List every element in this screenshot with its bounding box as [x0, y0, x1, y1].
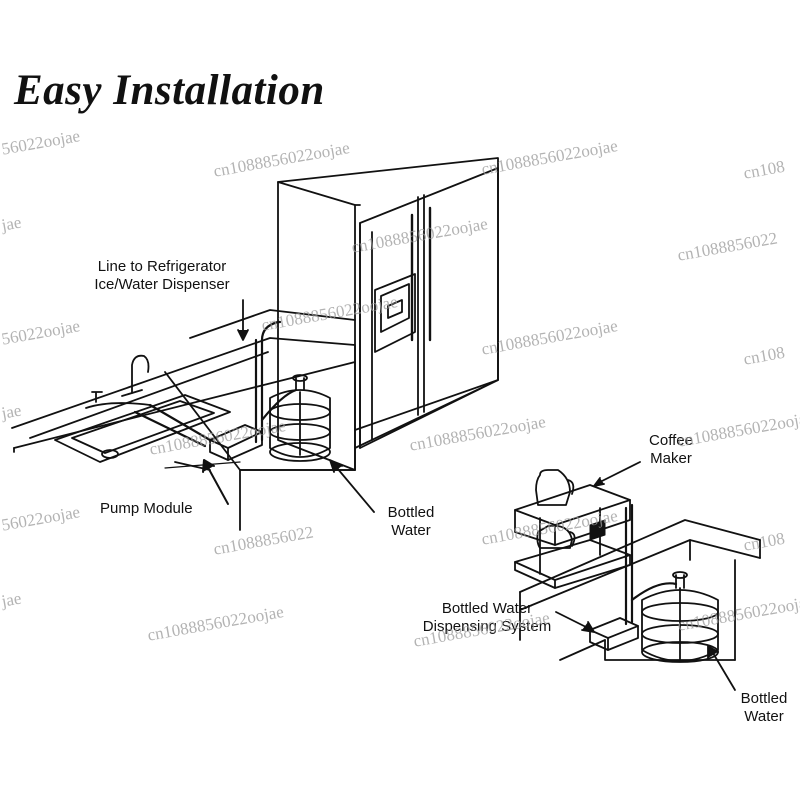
label-dispensing-system: Bottled Water Dispensing System — [412, 600, 562, 636]
arrow-bottled-water-left — [329, 459, 375, 513]
coffee-maker — [514, 469, 631, 589]
label-bottled-water-right-line1: Bottled — [740, 690, 788, 707]
watermark: jae — [0, 588, 23, 611]
faucet — [91, 354, 150, 403]
arrow-line-to-fridge — [237, 299, 249, 341]
refrigerator — [277, 157, 499, 471]
label-bottled-water-left-line2: Water — [391, 522, 431, 539]
arrow-dispensing-system — [555, 611, 595, 633]
arrow-pump-module — [202, 459, 229, 505]
label-dispensing-system-line2: Dispensing System — [422, 618, 552, 635]
label-bottled-water-left: Bottled Water — [378, 504, 444, 540]
label-coffee-maker-line2: Maker — [650, 450, 692, 467]
tubing-right — [624, 503, 678, 626]
label-line-to-refrigerator: Line to Refrigerator Ice/Water Dispenser — [76, 258, 248, 294]
bottle-left — [269, 374, 331, 462]
label-bottled-water-right-line2: Water — [744, 708, 784, 725]
label-coffee-maker: Coffee Maker — [640, 432, 702, 468]
label-bottled-water-right: Bottled Water — [734, 690, 794, 726]
page-title: Easy Installation — [14, 67, 325, 114]
tubing-left — [133, 320, 298, 448]
label-bottled-water-left-line1: Bottled — [387, 504, 435, 521]
arrow-bottled-water-right — [707, 645, 736, 691]
pump-module-right — [589, 617, 639, 651]
label-line-to-refrigerator-line2: Ice/Water Dispenser — [94, 276, 230, 293]
bottle-right — [641, 571, 719, 663]
label-dispensing-system-line1: Bottled Water — [441, 600, 533, 617]
kitchen-counter-right — [519, 519, 761, 661]
sink — [54, 394, 231, 463]
watermark: jae — [0, 212, 23, 235]
sink-side-sprayer — [85, 402, 151, 409]
arrow-coffee-maker — [593, 461, 641, 487]
watermark: jae — [0, 400, 23, 423]
label-line-to-refrigerator-line1: Line to Refrigerator — [97, 258, 227, 275]
label-pump-module: Pump Module — [100, 500, 193, 517]
label-coffee-maker-line1: Coffee — [649, 432, 693, 449]
